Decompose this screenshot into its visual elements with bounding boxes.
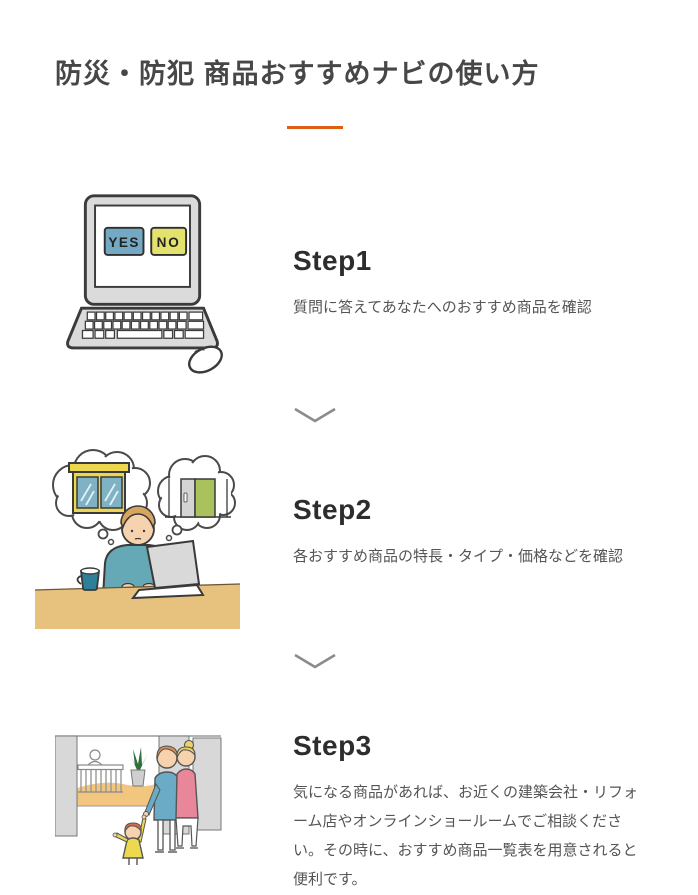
reception-counter [77, 749, 124, 794]
man-thinking-illustration-icon [35, 449, 240, 630]
thought-bubble-door [157, 455, 236, 542]
mouse-icon [188, 345, 223, 375]
step1-heading: Step1 [293, 245, 372, 277]
chevron-down-icon [294, 408, 336, 423]
step2-description: 各おすすめ商品の特長・タイプ・価格などを確認 [293, 548, 624, 566]
step3-text: Step3 気になる商品があれば、お近くの建築会社・リフォーム店やオンラインショ… [293, 726, 698, 895]
child-figure [112, 815, 147, 866]
laptop-yes-no-illustration-icon: YES NO [66, 194, 223, 375]
step-separator-2 [293, 653, 337, 671]
mother-figure [175, 740, 199, 850]
keyboard-keys [81, 311, 205, 340]
svg-text:NO: NO [157, 236, 181, 251]
step3-heading: Step3 [293, 730, 372, 762]
sliding-door-icon [165, 478, 231, 519]
step1-description: 質問に答えてあなたへのおすすめ商品を確認 [293, 299, 592, 317]
laptop-on-desk-icon [130, 540, 205, 600]
window-icon [68, 462, 130, 515]
mug-icon [76, 567, 101, 592]
showroom-interior [77, 747, 159, 807]
yes-button: YES [103, 227, 145, 257]
title-accent-divider [287, 126, 343, 130]
laptop-icon: YES NO [66, 194, 219, 350]
potted-plant-icon [130, 747, 148, 787]
svg-text:YES: YES [108, 236, 139, 251]
step2-row: Step2 各おすすめ商品の特長・タイプ・価格などを確認 [0, 437, 698, 630]
step3-row: Step3 気になる商品があれば、お近くの建築会社・リフォーム店やオンラインショ… [0, 726, 698, 895]
step2-illustration [0, 437, 293, 630]
step3-illustration [0, 726, 293, 883]
step-separator-1 [293, 407, 337, 425]
step1-illustration: YES NO [0, 191, 293, 377]
step1-text: Step1 質問に答えてあなたへのおすすめ商品を確認 [293, 245, 698, 323]
family-showroom-illustration-icon [55, 735, 222, 866]
page-title: 防災・防犯 商品おすすめナビの使い方 [55, 59, 540, 89]
step2-heading: Step2 [293, 494, 372, 526]
step3-description: 気になる商品があれば、お近くの建築会社・リフォーム店やオンラインショールームでご… [293, 784, 639, 889]
chevron-down-icon [294, 654, 336, 669]
step1-row: YES NO [0, 191, 698, 377]
left-wall-panel [55, 735, 78, 837]
no-button: NO [150, 227, 188, 257]
step2-text: Step2 各おすすめ商品の特長・タイプ・価格などを確認 [293, 494, 698, 572]
thought-bubble-window [52, 449, 151, 546]
